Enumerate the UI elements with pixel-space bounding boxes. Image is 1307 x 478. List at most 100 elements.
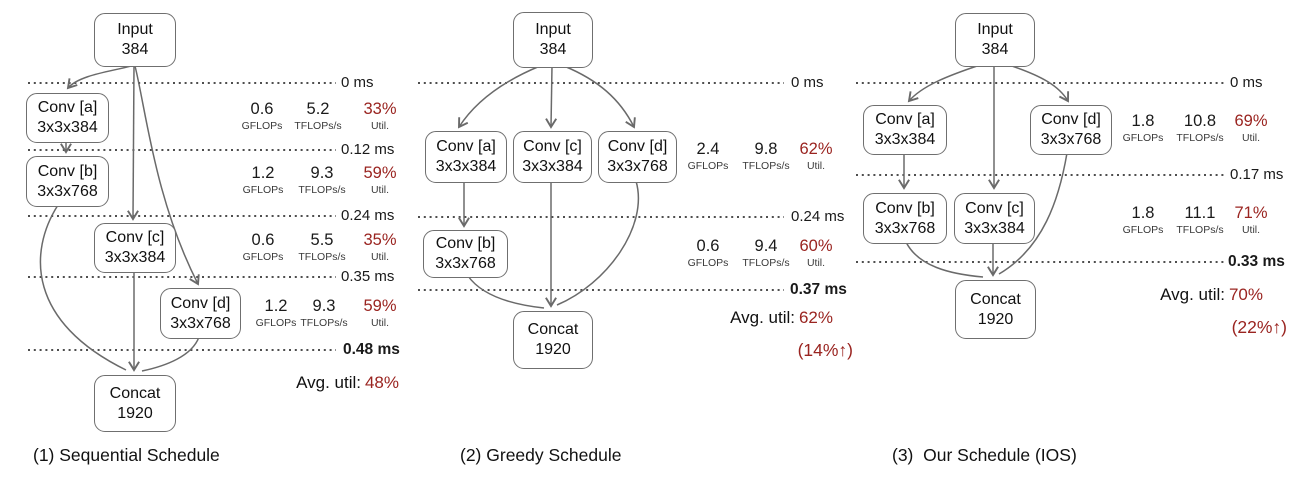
panel1-stage3-tflops: 5.5 TFLOPs/s [298, 231, 345, 263]
node-title: Conv [b] [435, 235, 496, 252]
node-title: Concat [109, 384, 161, 402]
stat-value: 35% [363, 231, 397, 249]
node-dim: 3x3x384 [522, 158, 583, 175]
panel3-stage2-gflops: 1.8 GFLOPs [1123, 204, 1164, 236]
panel3-timestamp-0: 0 ms [1230, 74, 1263, 91]
panel3-stage2-util: 71% Util. [1234, 204, 1267, 236]
panel1-timestamp-4: 0.48 ms [343, 341, 400, 358]
panel2-improvement: (14%↑) [797, 340, 853, 360]
panel3-node-conv-d: Conv [d] 3x3x768 [1030, 105, 1112, 155]
panel3-node-conv-a: Conv [a] 3x3x384 [863, 105, 947, 155]
node-title: Conv [b] [37, 162, 98, 180]
edge-input-to-conv-d [563, 65, 636, 129]
avg-util-label: Avg. util: [1160, 285, 1225, 304]
stat-value: 10.8 [1183, 112, 1217, 130]
stat-value: 0.6 [696, 237, 720, 255]
stat-value: 9.4 [754, 237, 778, 255]
stat-value: 1.2 [264, 297, 288, 315]
panel1-stage4-tflops: 9.3 TFLOPs/s [300, 297, 347, 329]
stat-value: 62% [799, 140, 833, 158]
panel1-node-conv-c: Conv [c] 3x3x384 [94, 223, 176, 273]
panel1-edges [39, 64, 200, 372]
stat-label: TFLOPs/s [298, 251, 346, 263]
stat-value: 1.8 [1131, 112, 1155, 130]
edge-conv-d-to-concat [998, 152, 1068, 275]
node-dim: 3x3x768 [607, 158, 668, 175]
stat-label: Util. [806, 257, 826, 269]
stat-value: 1.8 [1131, 204, 1155, 222]
node-title: Conv [c] [523, 138, 582, 155]
panel1-node-conv-a: Conv [a] 3x3x384 [26, 93, 109, 143]
avg-util-value: 70% [1228, 285, 1263, 304]
edge-conv-d-to-concat [556, 180, 640, 306]
stat-value: 9.3 [310, 164, 334, 182]
panel3-improvement: (22%↑) [1231, 317, 1287, 337]
edge-conv-b-to-concat [467, 275, 545, 309]
panel3-node-input: Input 384 [955, 13, 1035, 67]
panel2-timestamp-0: 0 ms [791, 74, 824, 91]
stat-value: 1.2 [251, 164, 275, 182]
stat-value: 5.5 [310, 231, 334, 249]
stat-label: GFLOPs [687, 257, 729, 269]
stat-label: GFLOPs [242, 184, 284, 196]
stat-label: Util. [806, 160, 826, 172]
stat-label: Util. [1241, 132, 1261, 144]
node-dim: 3x3x384 [964, 219, 1025, 237]
stat-label: Util. [370, 317, 390, 329]
node-dim: 3x3x384 [874, 131, 936, 148]
stat-value: 0.6 [251, 231, 275, 249]
stat-value: 60% [799, 237, 833, 255]
stat-value: 71% [1234, 204, 1268, 222]
node-dim: 1920 [535, 341, 571, 358]
panel3-node-conv-c: Conv [c] 3x3x384 [954, 193, 1035, 244]
panel1-timestamp-1: 0.12 ms [341, 141, 395, 158]
panel3-edges [898, 64, 1070, 278]
node-title: Concat [527, 321, 579, 338]
panel1-stage2-gflops: 1.2 GFLOPs [243, 164, 284, 196]
node-dim: 3x3x768 [874, 219, 936, 237]
avg-util-label: Avg. util: [296, 373, 361, 392]
panel2-node-conv-a: Conv [a] 3x3x384 [425, 131, 507, 183]
panel1-stage1-gflops: 0.6 GFLOPs [242, 100, 283, 132]
edge-input-to-conv-d [134, 65, 200, 286]
stat-label: GFLOPs [242, 251, 284, 263]
panel3-node-concat: Concat 1920 [955, 280, 1036, 339]
panel1-caption: (1) Sequential Schedule [33, 445, 220, 465]
node-title: Input [535, 21, 571, 38]
stat-label: GFLOPs [255, 317, 297, 329]
panel3-node-conv-b: Conv [b] 3x3x768 [863, 193, 947, 244]
panel3-timestamp-2: 0.33 ms [1228, 253, 1285, 270]
edge-conv-d-to-concat [141, 336, 200, 372]
node-title: Input [117, 21, 153, 38]
node-dim: 384 [121, 41, 149, 58]
node-dim: 384 [539, 41, 567, 58]
panel2-stage2-tflops: 9.4 TFLOPs/s [742, 237, 789, 269]
avg-util-value: 62% [798, 308, 833, 327]
edge-input-to-conv-d [1008, 64, 1070, 103]
stat-value: 0.6 [250, 100, 274, 118]
stat-value: 2.4 [696, 140, 720, 158]
node-title: Conv [c] [105, 229, 165, 246]
node-dim: 384 [981, 41, 1009, 58]
panel2-caption: (2) Greedy Schedule [460, 445, 622, 465]
stat-label: GFLOPs [1122, 132, 1164, 144]
node-title: Conv [a] [875, 111, 935, 128]
node-dim: 3x3x768 [435, 255, 496, 272]
stat-label: GFLOPs [687, 160, 729, 172]
panel2-timestamp-2: 0.37 ms [790, 281, 847, 298]
stat-label: GFLOPs [241, 120, 283, 132]
stat-value: 9.8 [754, 140, 778, 158]
node-title: Conv [c] [965, 199, 1024, 217]
panel2-node-conv-d: Conv [d] 3x3x768 [598, 131, 677, 183]
panel3-caption: (3) Our Schedule (IOS) [892, 445, 1077, 465]
panel1-stage1-util: 33% Util. [363, 100, 396, 132]
panel3-stage1-gflops: 1.8 GFLOPs [1123, 112, 1164, 144]
panel1-stage4-gflops: 1.2 GFLOPs [256, 297, 297, 329]
panel1-timestamp-3: 0.35 ms [341, 268, 395, 285]
panel1-stage3-util: 35% Util. [363, 231, 396, 263]
panel1-stage1-tflops: 5.2 TFLOPs/s [294, 100, 341, 132]
panel3-stage1-tflops: 10.8 TFLOPs/s [1176, 112, 1223, 144]
panel1-stage2-tflops: 9.3 TFLOPs/s [298, 164, 345, 196]
